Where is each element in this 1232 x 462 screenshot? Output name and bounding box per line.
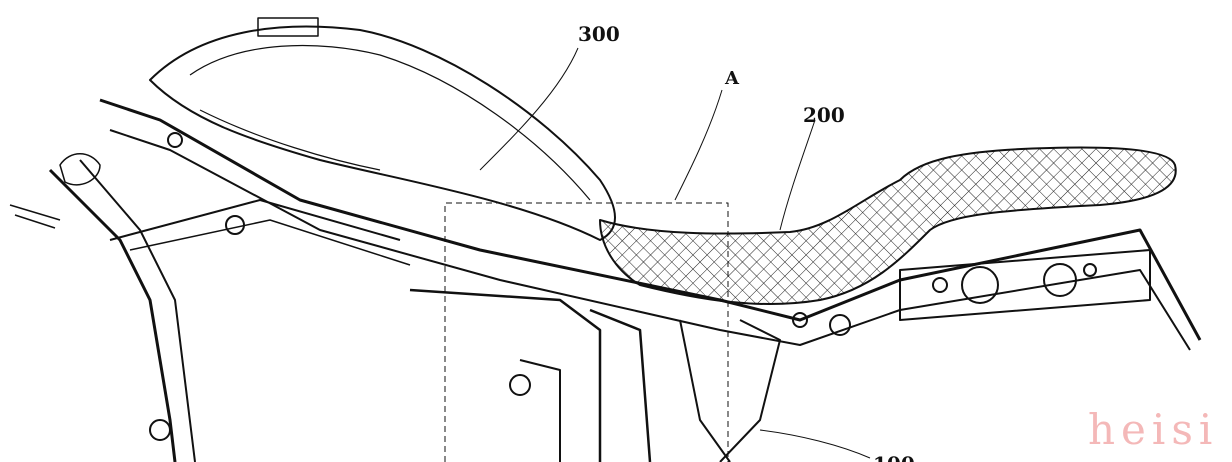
- label-a: A: [725, 68, 739, 89]
- seat-cover-outline: [149, 25, 616, 241]
- label-100: 100: [873, 452, 915, 462]
- label-300: 300: [578, 22, 620, 46]
- watermark: heisi: [1088, 405, 1219, 454]
- detail-box-a: [444, 202, 729, 462]
- seat-cushion: [599, 146, 1177, 306]
- label-200: 200: [803, 103, 845, 127]
